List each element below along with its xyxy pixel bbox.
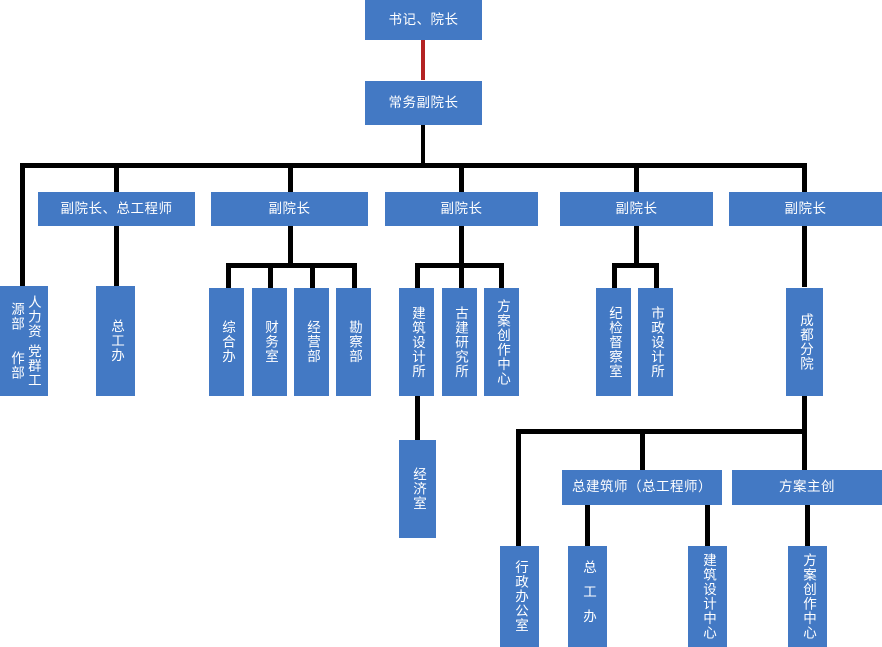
- node-ancient-architecture-institute[interactable]: 古建研究所: [442, 288, 477, 396]
- connector-vp3-to-ancient-arch-institute: [459, 263, 464, 288]
- connector-vp4-to-discipline-office: [612, 263, 617, 288]
- connector-chief-architect-to-arch-design-center: [705, 505, 710, 546]
- node-architecture-design-institute[interactable]: 建筑设计所: [399, 288, 434, 396]
- node-vp-4[interactable]: 副院长: [560, 192, 713, 226]
- node-chief-engineer-office[interactable]: 总工办: [96, 286, 135, 396]
- node-admin-office[interactable]: 行政办公室: [500, 546, 539, 647]
- node-architecture-design-center[interactable]: 建筑设计中心: [688, 546, 727, 647]
- connector-vp2-bus: [226, 263, 357, 268]
- connector-vp4-bus: [612, 263, 659, 268]
- connector-chengdu-stem: [802, 396, 807, 434]
- connector-vp2-to-finance-office: [268, 263, 273, 288]
- connector-bus-to-vp2: [288, 163, 293, 192]
- connector-vp4-to-municipal-institute: [654, 263, 659, 288]
- connector-vp3-to-scheme-center: [499, 263, 504, 288]
- connector-arch-institute-to-economics-office: [415, 396, 420, 441]
- node-label-party-work-dept: 党群工作部: [9, 343, 41, 388]
- connector-vp3-stem: [459, 225, 464, 265]
- node-economics-office[interactable]: 经济室: [399, 440, 436, 538]
- connector-chief-architect-to-chief-eng-office: [585, 505, 590, 546]
- connector-bus-to-vp4: [634, 163, 639, 192]
- connector-exec-vp-stub-down: [421, 125, 425, 165]
- connector-vp1-to-chief-eng-office: [114, 225, 119, 287]
- connector-bus-to-vp1: [114, 163, 119, 192]
- node-hr-and-party-work[interactable]: 人力资源部 党群工作部: [0, 286, 48, 396]
- node-label-hr-dept: 人力资源部: [9, 294, 41, 339]
- node-secretary-president[interactable]: 书记、院长: [365, 0, 482, 40]
- connector-chengdu-to-scheme-lead: [802, 429, 807, 470]
- node-finance-office[interactable]: 财务室: [252, 288, 287, 396]
- connector-president-to-exec-vp: [421, 40, 425, 80]
- connector-vp2-to-survey-dept: [352, 263, 357, 288]
- connector-scheme-lead-to-scheme-center: [805, 505, 810, 546]
- node-vp-5[interactable]: 副院长: [729, 192, 882, 226]
- node-scheme-lead[interactable]: 方案主创: [732, 470, 882, 505]
- node-branch-chief-engineer-office[interactable]: 总工办: [568, 546, 607, 647]
- connector-chengdu-to-admin-office: [516, 429, 521, 546]
- node-general-office[interactable]: 综合办: [209, 288, 244, 396]
- connector-vp-bus: [20, 163, 807, 168]
- node-discipline-inspection-office[interactable]: 纪检督察室: [596, 288, 631, 396]
- connector-vp2-to-operations-dept: [310, 263, 315, 288]
- connector-vp4-stem: [634, 225, 639, 265]
- connector-vp3-to-arch-design-institute: [415, 263, 420, 288]
- connector-bus-to-vp5: [802, 163, 807, 192]
- connector-chengdu-to-chief-architect: [640, 429, 645, 470]
- connector-vp2-to-general-office: [226, 263, 231, 288]
- connector-vp5-to-chengdu-branch: [802, 225, 807, 287]
- node-vp-3[interactable]: 副院长: [385, 192, 538, 226]
- node-survey-dept[interactable]: 勘察部: [336, 288, 371, 396]
- connector-bus-to-hr: [20, 163, 25, 287]
- node-executive-vice-president[interactable]: 常务副院长: [365, 81, 482, 125]
- node-chengdu-branch[interactable]: 成都分院: [786, 288, 823, 396]
- connector-vp2-stem: [288, 225, 293, 265]
- node-branch-scheme-creation-center[interactable]: 方案创作中心: [788, 546, 827, 647]
- node-municipal-design-institute[interactable]: 市政设计所: [638, 288, 673, 396]
- node-scheme-creation-center[interactable]: 方案创作中心: [484, 288, 519, 396]
- connector-bus-to-vp3: [459, 163, 464, 192]
- node-operations-dept[interactable]: 经营部: [294, 288, 329, 396]
- connector-chengdu-bus: [516, 429, 807, 434]
- node-vp-chief-engineer[interactable]: 副院长、总工程师: [38, 192, 195, 226]
- node-chief-architect[interactable]: 总建筑师（总工程师）: [562, 470, 722, 505]
- node-vp-2[interactable]: 副院长: [211, 192, 368, 226]
